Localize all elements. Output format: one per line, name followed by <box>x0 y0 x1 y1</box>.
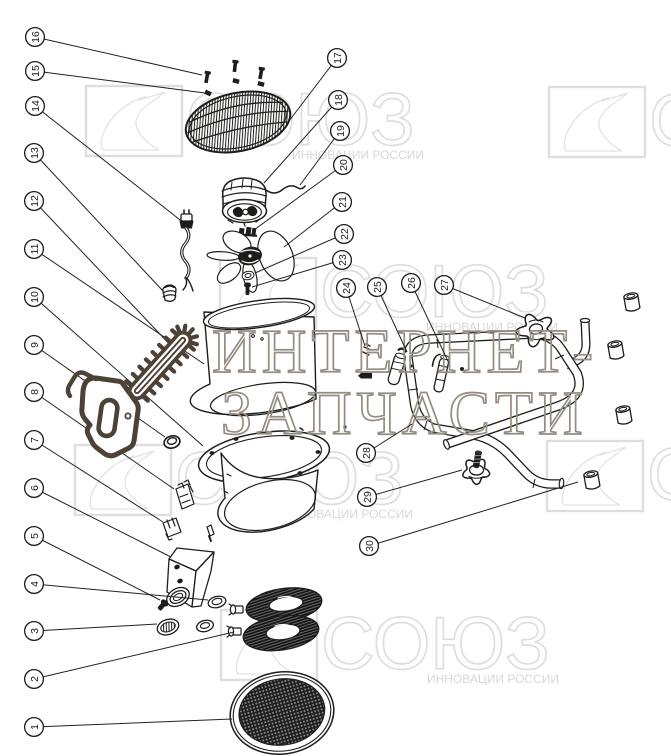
svg-text:29: 29 <box>362 491 374 503</box>
svg-text:23: 23 <box>337 254 349 266</box>
svg-text:5: 5 <box>29 533 41 539</box>
svg-text:12: 12 <box>29 195 41 207</box>
svg-text:14: 14 <box>30 100 42 112</box>
svg-text:ИНТЕРНЕТ-: ИНТЕРНЕТ- <box>212 318 598 386</box>
svg-text:16: 16 <box>30 31 42 43</box>
svg-text:18: 18 <box>333 94 345 106</box>
svg-text:4: 4 <box>29 581 41 587</box>
svg-text:26: 26 <box>406 277 418 289</box>
svg-text:24: 24 <box>341 282 353 294</box>
svg-text:19: 19 <box>335 125 347 137</box>
svg-text:13: 13 <box>29 147 41 159</box>
svg-text:25: 25 <box>372 281 384 293</box>
svg-text:30: 30 <box>364 540 376 552</box>
svg-text:9: 9 <box>29 342 41 348</box>
svg-text:20: 20 <box>338 159 350 171</box>
svg-text:1: 1 <box>29 724 41 730</box>
svg-text:21: 21 <box>337 196 349 208</box>
svg-text:6: 6 <box>29 485 41 491</box>
svg-text:3: 3 <box>29 628 41 634</box>
svg-text:22: 22 <box>339 228 351 240</box>
svg-text:ЗАПЧАСТИ: ЗАПЧАСТИ <box>221 380 588 448</box>
svg-text:2: 2 <box>29 676 41 682</box>
svg-text:15: 15 <box>30 65 42 77</box>
svg-text:28: 28 <box>361 447 373 459</box>
svg-text:27: 27 <box>439 279 451 291</box>
svg-text:11: 11 <box>29 243 41 254</box>
svg-text:17: 17 <box>332 52 344 64</box>
svg-text:10: 10 <box>29 291 41 303</box>
svg-text:7: 7 <box>29 437 41 443</box>
svg-text:8: 8 <box>29 389 41 395</box>
